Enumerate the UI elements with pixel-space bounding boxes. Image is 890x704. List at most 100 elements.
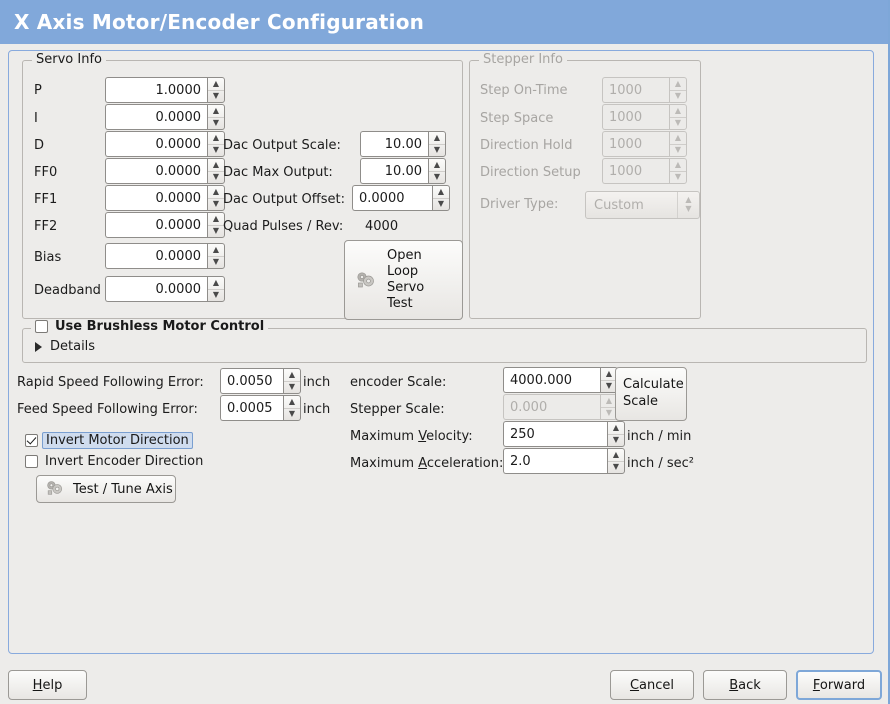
servo-ff0-value[interactable]: 0.0000 (105, 158, 207, 184)
dac-output-offset-spinner[interactable]: 0.0000 ▲▼ (352, 185, 450, 211)
servo-ff2-value[interactable]: 0.0000 (105, 212, 207, 238)
maximum-velocity-value[interactable]: 250 (503, 421, 607, 447)
encoder-scale-value[interactable]: 4000.000 (503, 367, 600, 393)
dac-output-offset-value[interactable]: 0.0000 (352, 185, 432, 211)
invert-encoder-direction-checkbox[interactable]: Invert Encoder Direction (25, 454, 203, 469)
spin-up-icon[interactable]: ▲ (212, 105, 220, 115)
spin-down-icon[interactable]: ▼ (284, 380, 300, 394)
open-loop-line2: Loop (387, 263, 419, 279)
spin-down-icon[interactable]: ▼ (208, 255, 224, 269)
servo-p-value[interactable]: 1.0000 (105, 77, 207, 103)
servo-label-ff2: FF2 (34, 219, 58, 234)
spin-up-icon[interactable]: ▲ (612, 422, 620, 432)
servo-deadband-spin-buttons[interactable]: ▲▼ (207, 276, 225, 302)
maximum-velocity-spin-buttons[interactable]: ▲▼ (607, 421, 625, 447)
invert-motor-direction-checkbox[interactable]: Invert Motor Direction (25, 432, 193, 449)
spin-down-icon[interactable]: ▼ (429, 143, 445, 157)
servo-d-spinner[interactable]: 0.0000 ▲▼ (105, 131, 225, 157)
servo-deadband-value[interactable]: 0.0000 (105, 276, 207, 302)
dac-output-offset-spin-buttons[interactable]: ▲▼ (432, 185, 450, 211)
invert-encoder-checkbox-box[interactable] (25, 455, 38, 468)
rapid-speed-following-error-spinner[interactable]: 0.0050 ▲▼ (220, 368, 301, 394)
maximum-acceleration-value[interactable]: 2.0 (503, 448, 607, 474)
servo-p-spin-buttons[interactable]: ▲▼ (207, 77, 225, 103)
feed-error-spin-buttons[interactable]: ▲▼ (283, 395, 301, 421)
servo-i-spinner[interactable]: 0.0000 ▲▼ (105, 104, 225, 130)
feed-speed-following-error-spinner[interactable]: 0.0005 ▲▼ (220, 395, 301, 421)
feed-speed-following-error-value[interactable]: 0.0005 (220, 395, 283, 421)
forward-button[interactable]: Forward (796, 670, 882, 700)
spin-down-icon[interactable]: ▼ (601, 379, 617, 393)
servo-ff2-spin-buttons[interactable]: ▲▼ (207, 212, 225, 238)
spin-up-icon[interactable]: ▲ (212, 277, 220, 287)
spin-down-icon[interactable]: ▼ (433, 197, 449, 211)
dac-output-scale-value[interactable]: 10.00 (360, 131, 428, 157)
spin-down-icon[interactable]: ▼ (208, 224, 224, 238)
spin-down-icon[interactable]: ▼ (608, 433, 624, 447)
use-brushless-motor-control-checkbox[interactable]: Use Brushless Motor Control (31, 319, 269, 334)
servo-ff1-spin-buttons[interactable]: ▲▼ (207, 185, 225, 211)
servo-i-spin-buttons[interactable]: ▲▼ (207, 104, 225, 130)
spin-up-icon[interactable]: ▲ (433, 132, 441, 142)
driver-type-value: Custom (594, 197, 644, 213)
encoder-scale-spinner[interactable]: 4000.000 ▲▼ (503, 367, 618, 393)
help-button[interactable]: Help (8, 670, 87, 700)
servo-i-value[interactable]: 0.0000 (105, 104, 207, 130)
spin-up-icon[interactable]: ▲ (212, 132, 220, 142)
servo-bias-spinner[interactable]: 0.0000 ▲▼ (105, 243, 225, 269)
spin-down-icon[interactable]: ▼ (208, 288, 224, 302)
rapid-error-spin-buttons[interactable]: ▲▼ (283, 368, 301, 394)
spin-up-icon[interactable]: ▲ (212, 244, 220, 254)
spin-down-icon: ▼ (670, 89, 686, 103)
dac-max-output-spin-buttons[interactable]: ▲▼ (428, 158, 446, 184)
spin-up-icon[interactable]: ▲ (612, 449, 620, 459)
cancel-button[interactable]: Cancel (610, 670, 694, 700)
spin-up-icon[interactable]: ▲ (212, 186, 220, 196)
servo-ff0-spin-buttons[interactable]: ▲▼ (207, 158, 225, 184)
maximum-acceleration-spin-buttons[interactable]: ▲▼ (607, 448, 625, 474)
spin-up-icon: ▲ (605, 395, 613, 405)
spin-up-icon[interactable]: ▲ (212, 213, 220, 223)
spin-down-icon[interactable]: ▼ (208, 89, 224, 103)
dac-max-output-spinner[interactable]: 10.00 ▲▼ (360, 158, 446, 184)
spin-up-icon[interactable]: ▲ (288, 369, 296, 379)
spin-up-icon[interactable]: ▲ (212, 78, 220, 88)
back-button[interactable]: Back (703, 670, 787, 700)
spin-up-icon[interactable]: ▲ (437, 186, 445, 196)
servo-p-spinner[interactable]: 1.0000 ▲▼ (105, 77, 225, 103)
spin-down-icon[interactable]: ▼ (429, 170, 445, 184)
servo-deadband-spinner[interactable]: 0.0000 ▲▼ (105, 276, 225, 302)
spin-up-icon[interactable]: ▲ (212, 159, 220, 169)
servo-ff2-spinner[interactable]: 0.0000 ▲▼ (105, 212, 225, 238)
spin-up-icon[interactable]: ▲ (288, 396, 296, 406)
cancel-button-label: Cancel (630, 678, 674, 693)
dac-output-scale-spinner[interactable]: 10.00 ▲▼ (360, 131, 446, 157)
maximum-acceleration-spinner[interactable]: 2.0 ▲▼ (503, 448, 625, 474)
servo-bias-value[interactable]: 0.0000 (105, 243, 207, 269)
spin-down-icon[interactable]: ▼ (608, 460, 624, 474)
spin-down-icon[interactable]: ▼ (208, 170, 224, 184)
spin-down-icon[interactable]: ▼ (208, 116, 224, 130)
open-loop-servo-test-button[interactable]: Open Loop Servo Test (344, 240, 463, 320)
rapid-speed-following-error-value[interactable]: 0.0050 (220, 368, 283, 394)
brushless-checkbox-box[interactable] (35, 320, 48, 333)
spin-down-icon[interactable]: ▼ (284, 407, 300, 421)
maximum-velocity-spinner[interactable]: 250 ▲▼ (503, 421, 625, 447)
dac-output-scale-spin-buttons[interactable]: ▲▼ (428, 131, 446, 157)
servo-ff1-spinner[interactable]: 0.0000 ▲▼ (105, 185, 225, 211)
test-tune-axis-button[interactable]: Test / Tune Axis (36, 475, 176, 503)
details-expander[interactable]: Details (35, 339, 95, 354)
calculate-scale-button[interactable]: Calculate Scale (615, 367, 687, 421)
servo-d-value[interactable]: 0.0000 (105, 131, 207, 157)
invert-motor-checkbox-box[interactable] (25, 434, 38, 447)
spin-up-icon[interactable]: ▲ (605, 368, 613, 378)
chevron-right-icon[interactable] (35, 341, 42, 352)
servo-ff0-spinner[interactable]: 0.0000 ▲▼ (105, 158, 225, 184)
servo-bias-spin-buttons[interactable]: ▲▼ (207, 243, 225, 269)
spin-down-icon[interactable]: ▼ (208, 197, 224, 211)
servo-ff1-value[interactable]: 0.0000 (105, 185, 207, 211)
dac-max-output-value[interactable]: 10.00 (360, 158, 428, 184)
spin-down-icon[interactable]: ▼ (208, 143, 224, 157)
servo-d-spin-buttons[interactable]: ▲▼ (207, 131, 225, 157)
spin-up-icon[interactable]: ▲ (433, 159, 441, 169)
